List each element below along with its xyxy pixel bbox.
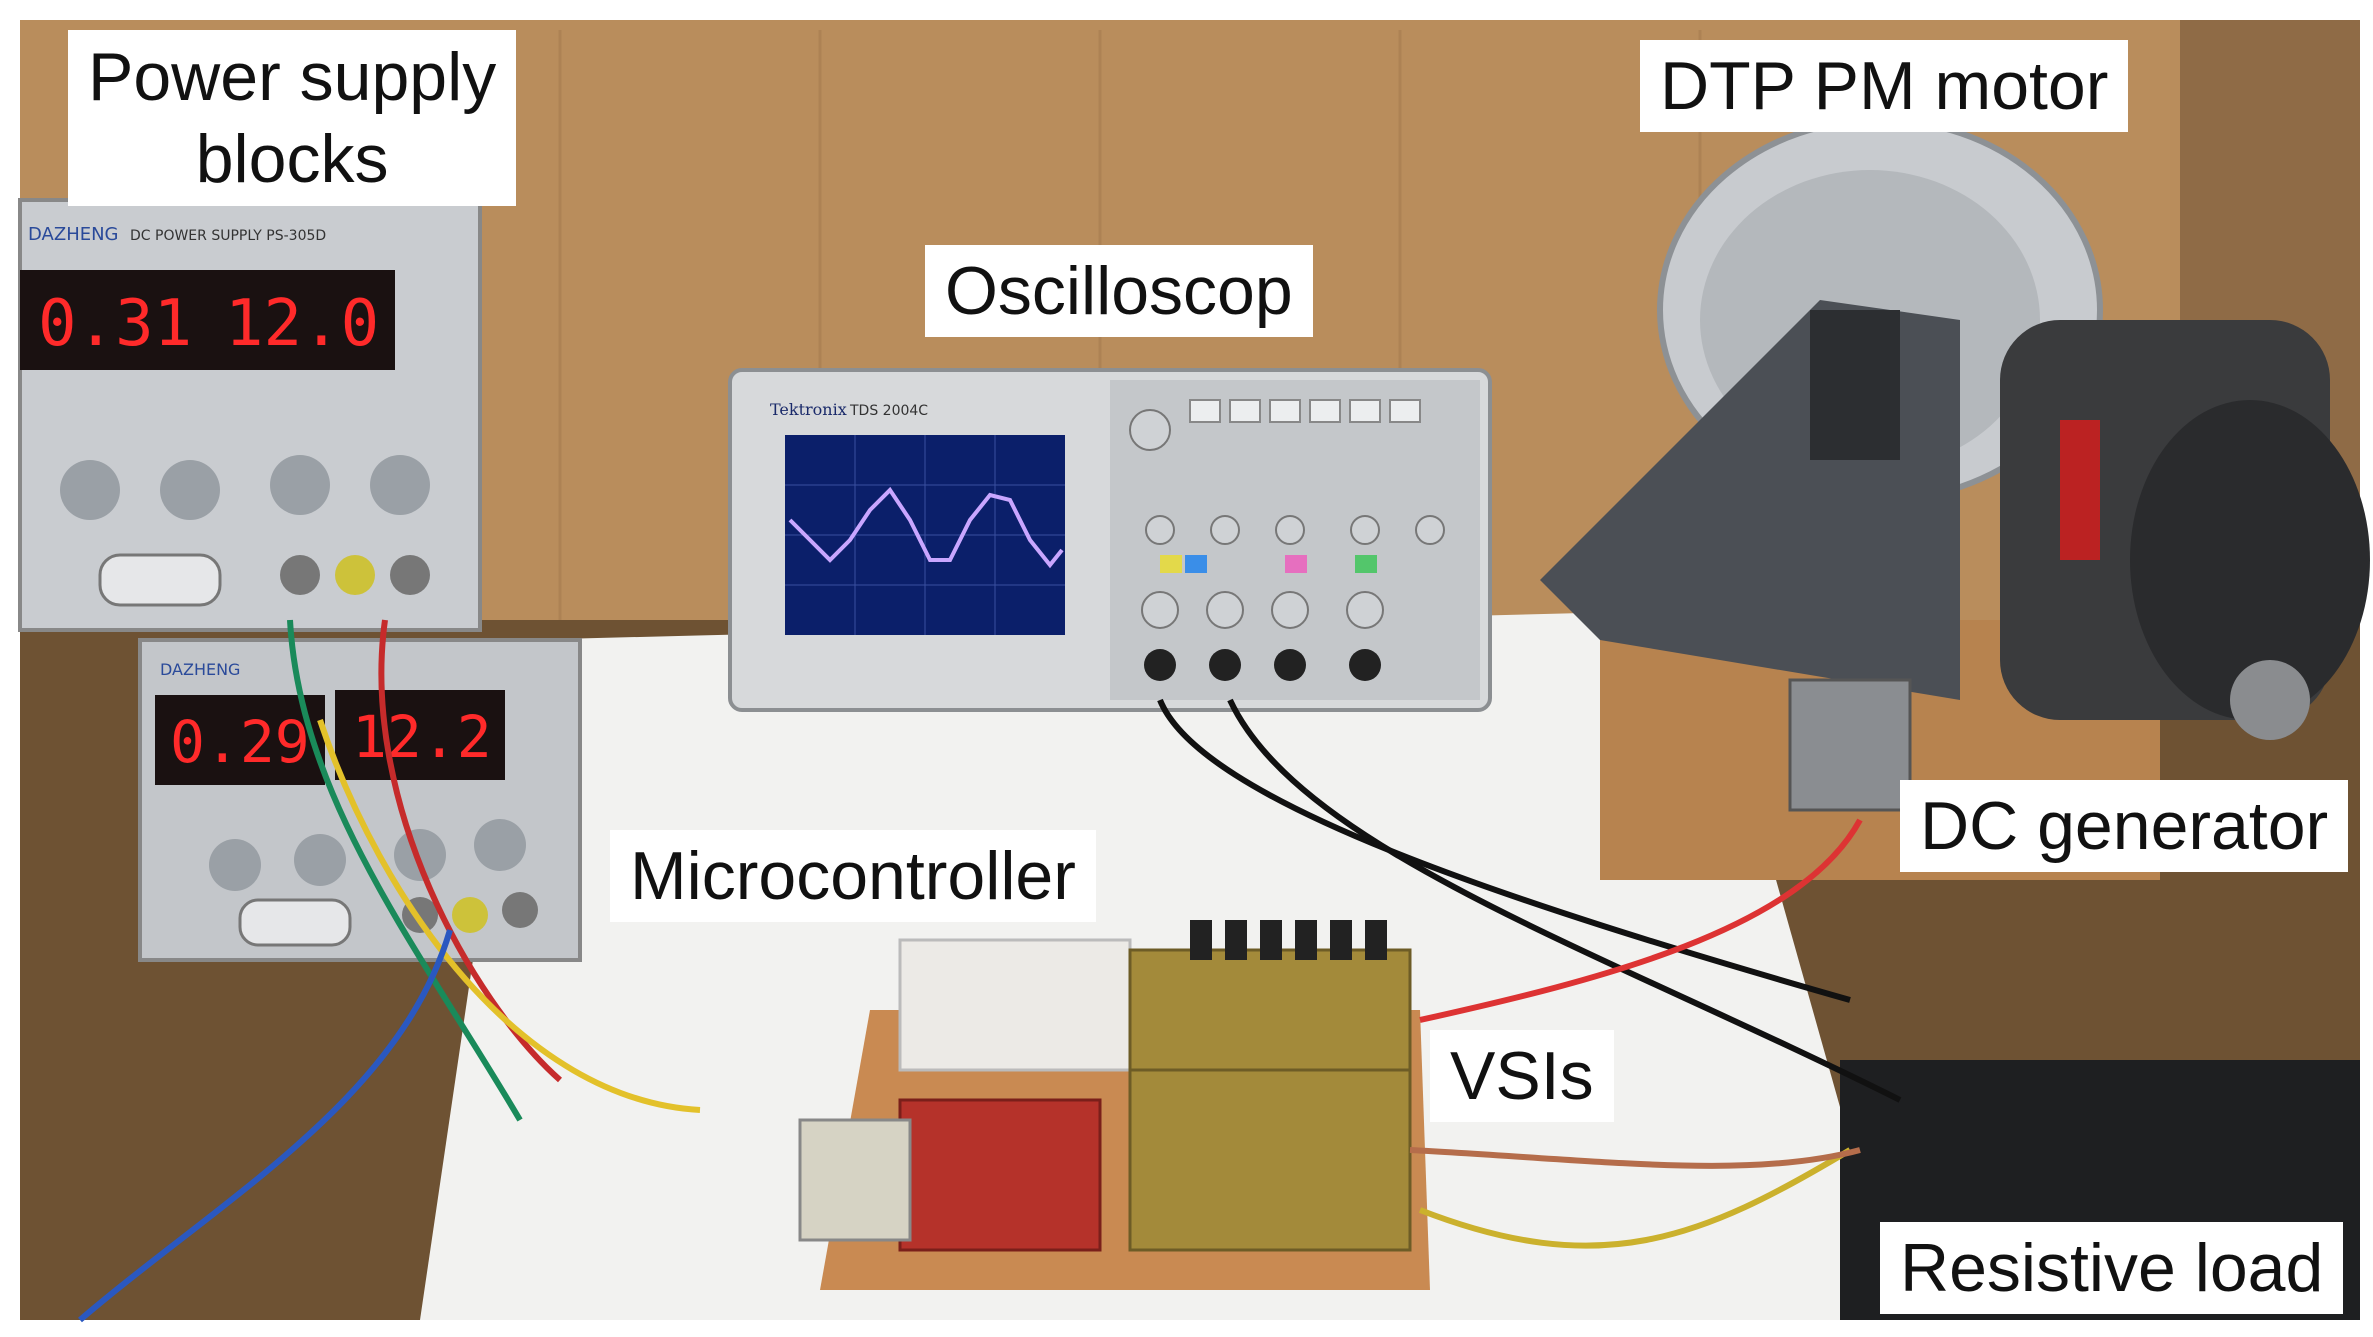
label-power-supply-blocks: Power supply blocks: [68, 30, 517, 206]
oscilloscope: Tektronix TDS 2004C: [728, 368, 1492, 712]
label-resistive-load: Resistive load: [1880, 1222, 2344, 1314]
label-microcontroller: Microcontroller: [610, 830, 1096, 922]
scope-model: TDS 2004C: [849, 403, 928, 419]
psu-top-model: DC POWER SUPPLY PS-305D: [130, 228, 326, 244]
vsi-board-bottom: [1128, 1068, 1412, 1252]
psu-top-voltage-display: 12.0: [225, 287, 379, 361]
psu-bottom-voltage-display: 12.2: [352, 703, 492, 771]
label-oscilloscope: Oscilloscop: [925, 245, 1313, 337]
psu-branding: DAZHENG DC POWER SUPPLY PS-305D DAZHENG: [28, 224, 326, 679]
wires: [78, 619, 1902, 1323]
scope-trace: [788, 486, 1064, 569]
breadboard: [898, 938, 1132, 1072]
psu-bottom-current-display: 0.29: [170, 708, 310, 776]
psu-displays: 0.31 12.0 0.29 12.2: [38, 287, 492, 776]
adapter-module: [798, 1118, 912, 1242]
label-dtp-pm-motor: DTP PM motor: [1640, 40, 2129, 132]
label-vsis: VSIs: [1430, 1030, 1614, 1122]
psu-bottom-brand: DAZHENG: [160, 660, 240, 679]
microcontroller-board: [898, 1098, 1102, 1252]
mosfets: [1190, 920, 1387, 960]
scope-brand: Tektronix: [770, 400, 847, 419]
dc-generator: [2000, 320, 2370, 740]
label-dc-generator: DC generator: [1900, 780, 2349, 872]
psu-top-current-display: 0.31: [38, 287, 192, 361]
dtp-pm-motor: [1540, 117, 2103, 700]
power-supply-bottom: [138, 638, 582, 962]
terminal-box: [1788, 678, 1912, 812]
power-supply-top: [18, 198, 482, 632]
psu-top-brand: DAZHENG: [28, 224, 119, 245]
